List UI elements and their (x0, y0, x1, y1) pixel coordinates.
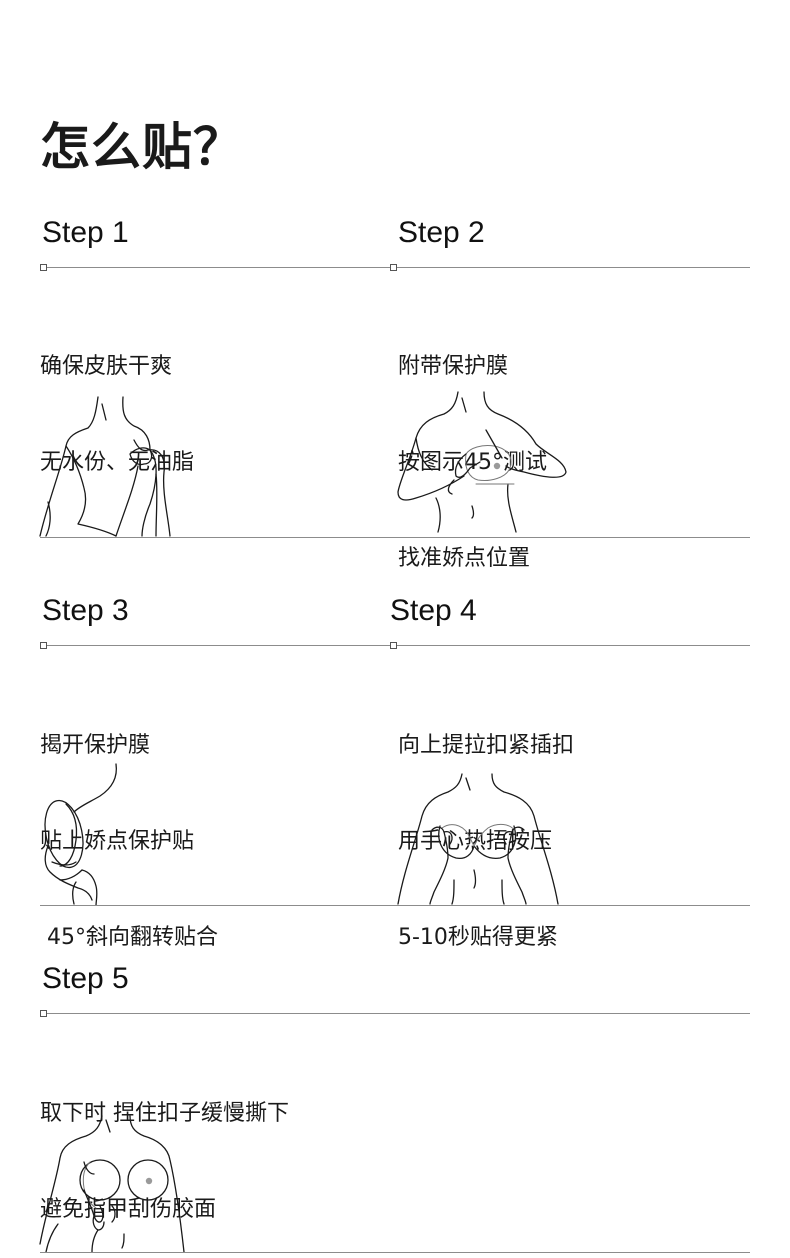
step-3-description: 揭开保护膜 贴上娇点保护贴 45°斜向翻转贴合 (40, 666, 218, 986)
step-4-line-3: 5-10秒贴得更紧 (398, 925, 558, 950)
step-5-label: Step 5 (42, 962, 129, 995)
remove-slowly-icon (38, 1112, 190, 1254)
step-3-label: Step 3 (42, 594, 129, 627)
step-row-1-divider (44, 267, 750, 268)
step-5-line-1: 取下时 捏住扣子缓慢撕下 (40, 1101, 289, 1126)
step-1-marker (40, 264, 47, 271)
step-row-3-divider (44, 1013, 750, 1014)
step-1-label: Step 1 (42, 216, 129, 249)
step-3-line-3: 45°斜向翻转贴合 (40, 925, 218, 950)
step-4-line-2: 用手心热捂按压 (398, 829, 553, 854)
step-5-line-2: 避免指甲刮伤胶面 (40, 1197, 217, 1222)
step-3-line-1: 揭开保护膜 (40, 733, 151, 758)
step-4-line-1: 向上提拉扣紧插扣 (398, 733, 575, 758)
step-2-line-3: 找准娇点位置 (398, 546, 531, 571)
step-row-3-baseline (40, 1252, 750, 1253)
step-3-marker (40, 642, 47, 649)
press-warm-icon (396, 770, 561, 906)
step-4-label: Step 4 (390, 594, 477, 627)
step-row-1-baseline (40, 537, 750, 538)
step-3-line-2: 贴上娇点保护贴 (40, 829, 195, 854)
step-row-2-divider (44, 645, 750, 646)
peel-film-icon (38, 762, 138, 906)
step-5-marker (40, 1010, 47, 1017)
step-2-line-2: 按图示45°测试 (398, 450, 547, 475)
step-5-description: 取下时 捏住扣子缓慢撕下 避免指甲刮伤胶面 (40, 1034, 289, 1258)
step-2-description: 附带保护膜 按图示45°测试 找准娇点位置 (398, 287, 547, 607)
step-4-description: 向上提拉扣紧插扣 用手心热捂按压 5-10秒贴得更紧 (398, 666, 574, 986)
page-title: 怎么贴？ (40, 118, 244, 176)
step-4-marker (390, 642, 397, 649)
step-2-line-1: 附带保护膜 (398, 354, 509, 379)
towel-drying-icon (38, 392, 188, 538)
step-2-marker (390, 264, 397, 271)
test-position-icon (396, 388, 571, 533)
step-1-line-2: 无水份、无油脂 (40, 450, 195, 475)
step-1-line-1: 确保皮肤干爽 (40, 354, 173, 379)
step-row-2-baseline (40, 905, 750, 906)
step-2-label: Step 2 (398, 216, 485, 249)
step-1-description: 确保皮肤干爽 无水份、无油脂 (40, 287, 194, 511)
